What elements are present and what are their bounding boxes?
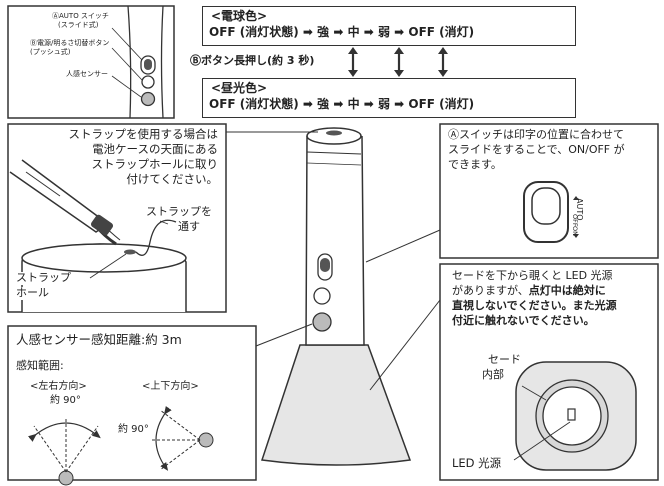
- strap-note-line1: ストラップを使用する場合は: [68, 127, 219, 141]
- switch-label-on: ON: [571, 226, 579, 236]
- inset-label-power-sub: (プッシュ式): [30, 48, 71, 56]
- led-note-line1: セードを下から覗くと LED 光源: [452, 269, 613, 282]
- sensor-vertical-title: <上下方向>: [142, 381, 199, 392]
- strap-note-line3: ストラップホールに取り: [91, 157, 219, 171]
- day-mode-sequence: OFF (消灯状態) ➡ 強 ➡ 中 ➡ 弱 ➡ OFF (消灯): [209, 97, 475, 111]
- warm-mode-title: <電球色>: [211, 9, 268, 23]
- strap-pass-label-2: 通す: [178, 220, 200, 233]
- warm-mode-box: <電球色> OFF (消灯状態) ➡ 強 ➡ 中 ➡ 弱 ➡ OFF (消灯): [202, 6, 576, 46]
- strap-hole-label-2: ホール: [16, 286, 49, 300]
- warm-mode-sequence: OFF (消灯状態) ➡ 強 ➡ 中 ➡ 弱 ➡ OFF (消灯): [209, 25, 475, 39]
- sensor-horizontal-title: <左右方向>: [30, 381, 87, 392]
- long-press-label: Ⓑボタン長押し(約 3 秒): [190, 54, 315, 67]
- strap-note-line2: 電池ケースの天面にある: [92, 142, 218, 156]
- sensor-distance: 人感センサー感知距離:約 3m: [16, 332, 182, 347]
- lamp-illustration: [261, 127, 412, 466]
- sensor-range-title: 感知範囲:: [16, 359, 64, 372]
- led-label: LED 光源: [452, 456, 502, 470]
- strap-pass-label-1: ストラップを: [146, 205, 212, 218]
- day-mode-box: <昼光色> OFF (消灯状態) ➡ 強 ➡ 中 ➡ 弱 ➡ OFF (消灯): [202, 78, 576, 118]
- led-note-line3: 直視しないでください。また光源: [452, 299, 617, 312]
- strap-drawing: [7, 123, 227, 313]
- switch-note-line1: Ⓐスイッチは印字の位置に合わせて: [448, 128, 624, 141]
- sensor-horizontal-angle: 約 90°: [50, 395, 81, 406]
- led-note-line2-bold: 点灯中は絶対に: [528, 284, 606, 297]
- inset-device-drawing: [7, 5, 175, 119]
- inset-label-auto: ⒶAUTO スイッチ: [52, 12, 109, 20]
- inset-label-sensor: 人感センサー: [66, 70, 108, 78]
- strap-note-line4: 付けてください。: [126, 172, 218, 186]
- sensor-panel-drawing: [7, 323, 313, 486]
- strap-hole-label-1: ストラップ: [16, 271, 71, 285]
- day-mode-title: <昼光色>: [211, 81, 268, 95]
- mode-toggle-arrows: [348, 47, 448, 77]
- shade-label-2: 内部: [482, 368, 504, 381]
- switch-panel-drawing: [365, 123, 659, 263]
- led-note-line2-normal: がありますが、: [452, 284, 529, 297]
- led-note-line2: がありますが、点灯中は絶対に: [452, 284, 606, 298]
- led-panel-drawing: [369, 263, 659, 481]
- switch-note-line3: できます。: [448, 158, 502, 171]
- inset-label-power: Ⓑ電源/明るさ切替ボタン: [30, 39, 110, 47]
- switch-label-off: OFF: [571, 214, 579, 227]
- sensor-vertical-angle: 約 90°: [118, 424, 149, 435]
- shade-label-1: セード: [488, 353, 521, 366]
- inset-label-auto-sub: (スライド式): [58, 21, 99, 29]
- led-note-line4: 付近に触れないでください。: [452, 314, 595, 327]
- switch-note-line2: スライドをすることで、ON/OFF が: [448, 143, 625, 156]
